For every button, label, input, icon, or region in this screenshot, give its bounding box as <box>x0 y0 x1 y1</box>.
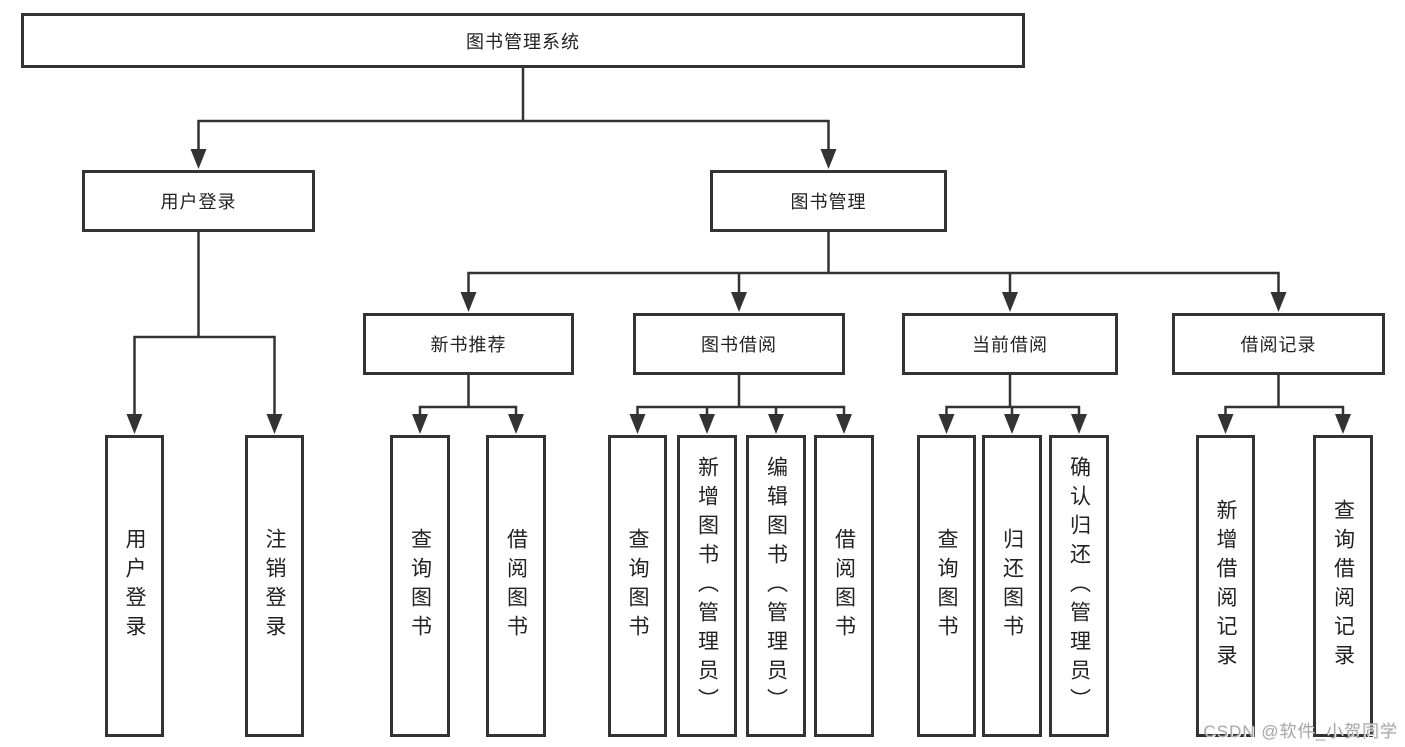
node-label: 用户登录 <box>160 192 237 212</box>
leaf-query-books-borrowing: 查询图书 <box>608 435 667 737</box>
node-label: 用户登录 <box>123 528 146 644</box>
leaf-confirm-return-admin: 确认归还（管理员） <box>1049 435 1109 737</box>
node-label: 借阅图书 <box>832 528 856 644</box>
node-borrowing-records: 借阅记录 <box>1172 313 1385 375</box>
node-label: 新增图书（管理员） <box>695 455 719 717</box>
node-label: 编辑图书（管理员） <box>764 455 788 717</box>
leaf-query-borrow-record: 查询借阅记录 <box>1313 435 1373 737</box>
node-book-management: 图书管理 <box>710 170 947 232</box>
node-label: 查询图书 <box>935 528 958 644</box>
node-label: 图书管理 <box>790 192 867 212</box>
node-label: 查询图书 <box>408 528 432 644</box>
node-library-management-system: 图书管理系统 <box>21 13 1025 68</box>
leaf-logout: 注销登录 <box>245 435 304 737</box>
node-new-book-recommendation: 新书推荐 <box>363 313 574 375</box>
node-label: 新书推荐 <box>430 335 507 355</box>
node-label: 图书管理系统 <box>466 31 580 52</box>
node-label: 归还图书 <box>1000 528 1024 644</box>
node-label: 查询图书 <box>626 528 649 644</box>
leaf-add-borrow-record: 新增借阅记录 <box>1196 435 1255 737</box>
leaf-query-books-current: 查询图书 <box>917 435 976 737</box>
leaf-user-login: 用户登录 <box>105 435 164 737</box>
node-book-borrowing: 图书借阅 <box>633 313 845 375</box>
node-label: 借阅图书 <box>504 528 528 644</box>
node-label: 借阅记录 <box>1240 335 1317 355</box>
node-label: 图书借阅 <box>701 335 777 355</box>
node-label: 新增借阅记录 <box>1214 499 1237 673</box>
csdn-watermark: CSDN @软件_小贺同学 <box>1203 722 1398 741</box>
leaf-query-books-recommend: 查询图书 <box>390 435 450 737</box>
node-label: 当前借阅 <box>972 335 1048 355</box>
leaf-borrow-books-borrowing: 借阅图书 <box>814 435 874 737</box>
arrowheads <box>126 149 1351 434</box>
node-current-borrowing: 当前借阅 <box>902 313 1118 375</box>
node-label: 确认归还（管理员） <box>1067 455 1091 717</box>
leaf-edit-book-admin: 编辑图书（管理员） <box>746 435 806 737</box>
node-label: 注销登录 <box>263 528 286 644</box>
leaf-borrow-books-recommend: 借阅图书 <box>486 435 546 737</box>
node-label: 查询借阅记录 <box>1331 499 1355 673</box>
leaf-return-book: 归还图书 <box>982 435 1042 737</box>
node-user-login: 用户登录 <box>82 170 315 232</box>
leaf-add-book-admin: 新增图书（管理员） <box>677 435 737 737</box>
